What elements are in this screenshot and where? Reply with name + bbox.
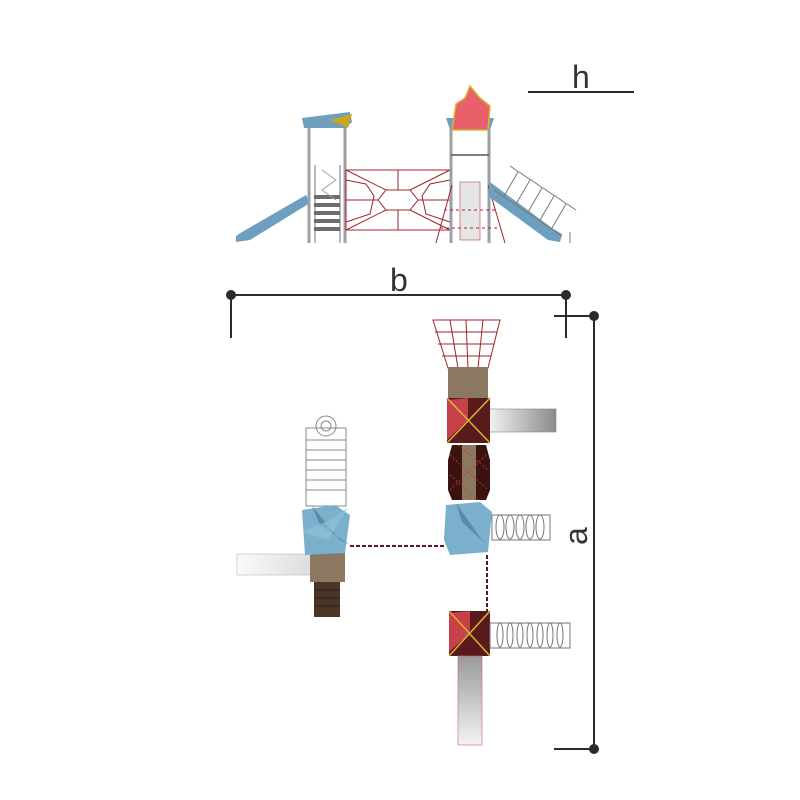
- right-roof: [446, 84, 494, 131]
- length-dimension: [554, 311, 599, 754]
- net-tower-box: [448, 444, 490, 501]
- tunnel-plan: [489, 622, 571, 649]
- bottom-slide: [457, 655, 483, 746]
- height-label: h: [572, 59, 590, 95]
- right-slide: [488, 182, 562, 242]
- top-platform: [448, 367, 488, 398]
- blue-roof-right: [444, 502, 492, 555]
- right-ladder-plan: [491, 514, 551, 541]
- elevation-view: h: [236, 59, 634, 244]
- net-plan: [432, 319, 501, 369]
- left-tower: [307, 125, 347, 243]
- length-label: a: [558, 527, 594, 545]
- width-dimension: [226, 290, 571, 338]
- left-ladder: [305, 415, 347, 507]
- left-stairs: [314, 195, 340, 231]
- right-slide-top: [487, 408, 557, 433]
- right-tower-slide: [459, 181, 481, 241]
- left-roof-plan: [302, 505, 350, 555]
- left-slide: [236, 195, 310, 242]
- red-roof-bottom: [448, 610, 491, 657]
- horizontal-ladder: [493, 165, 577, 243]
- width-label: b: [390, 262, 408, 298]
- climbing-net: [345, 169, 451, 231]
- left-slide-plan: [236, 553, 313, 576]
- left-platform: [310, 553, 345, 582]
- left-roof: [302, 112, 352, 128]
- plan-view: [236, 319, 571, 746]
- left-steps: [314, 582, 340, 617]
- right-tower: [449, 125, 491, 243]
- red-roof-top: [446, 397, 491, 444]
